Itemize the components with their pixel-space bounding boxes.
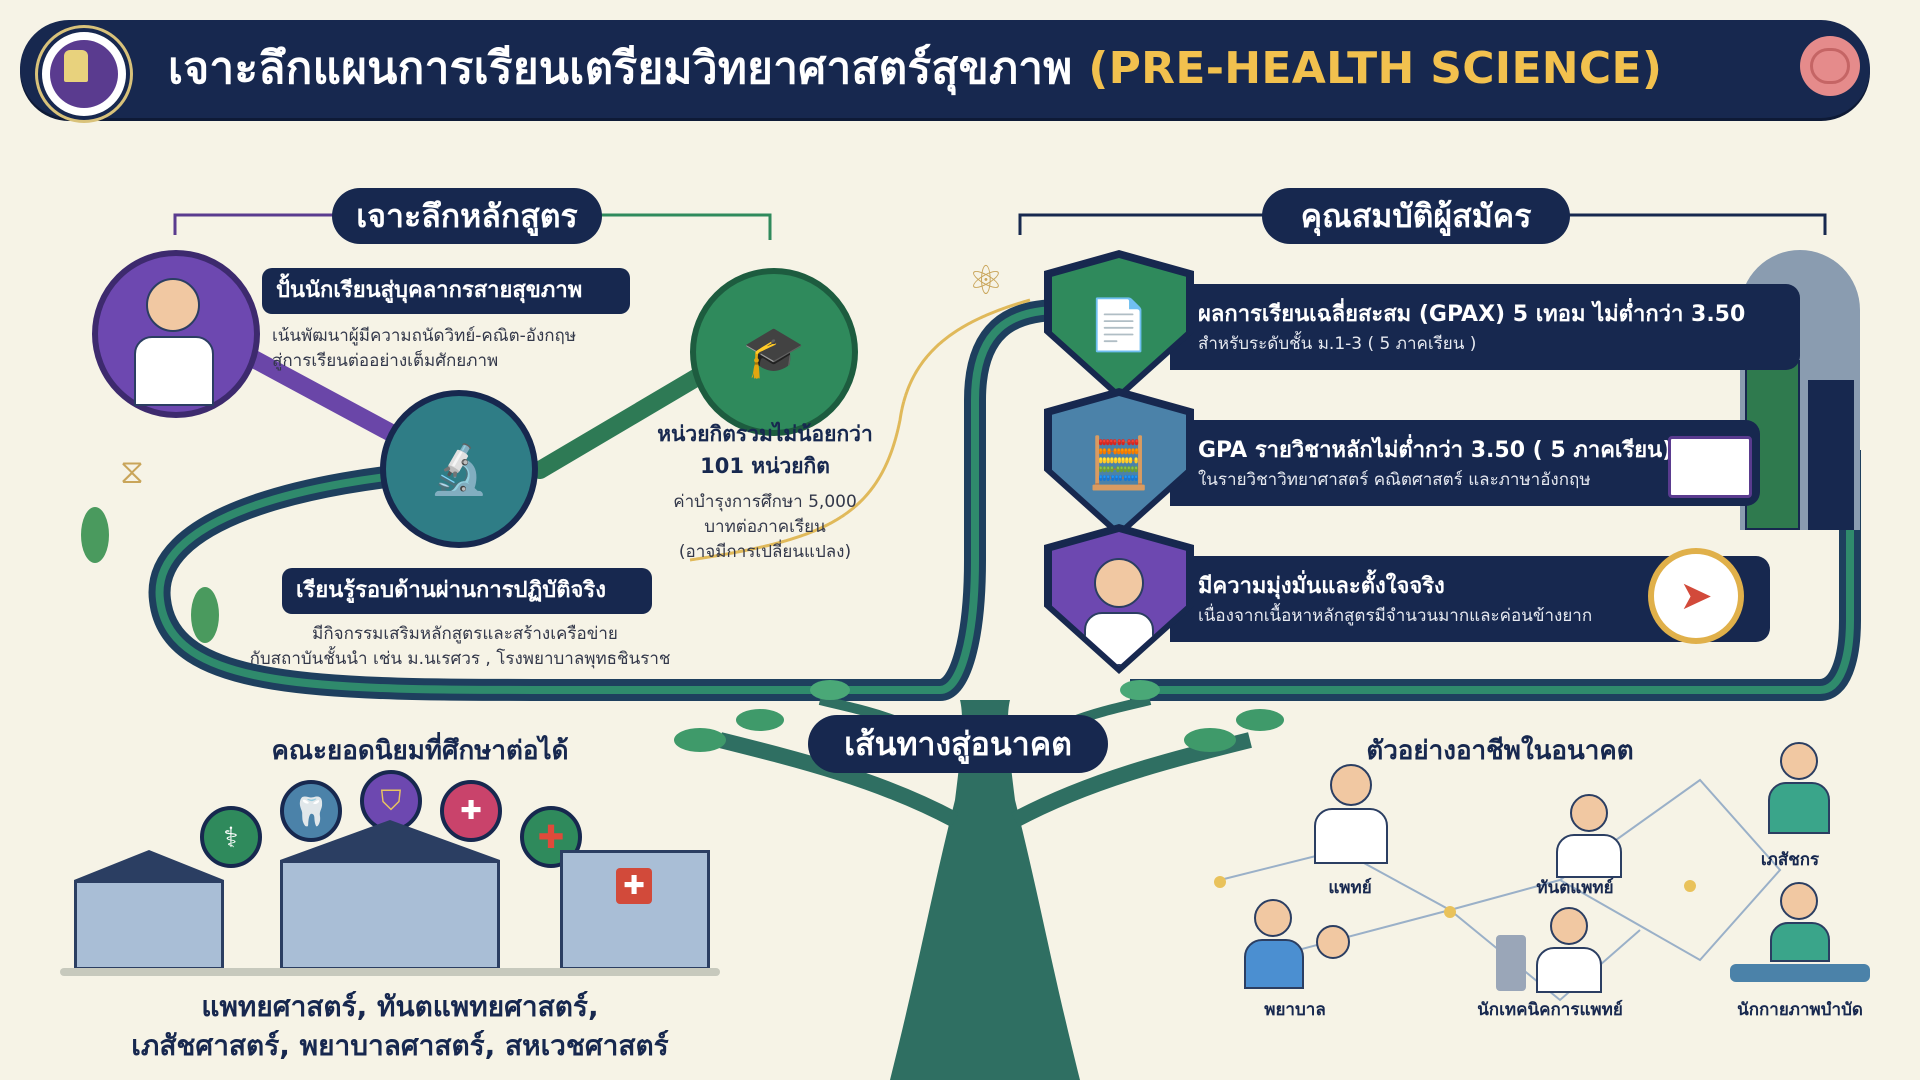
career-label-nurse: พยาบาล xyxy=(1264,1000,1326,1020)
book-icon xyxy=(1668,436,1752,498)
physio-scrubs xyxy=(1770,922,1830,962)
fee-line2: บาทต่อภาคเรียน xyxy=(704,517,826,537)
doctor-icon xyxy=(1330,764,1372,806)
credits-title-line1: หน่วยกิตรวมไม่น้อยกว่า xyxy=(657,422,873,446)
career-label-doctor: แพทย์ xyxy=(1328,878,1372,898)
page-title-english: (PRE-HEALTH SCIENCE) xyxy=(1088,43,1663,94)
career-label-pharmacist: เภสัชกร xyxy=(1760,850,1820,870)
doctor-coat xyxy=(1314,808,1388,864)
qualification-item-1 xyxy=(1170,284,1800,370)
hospital-cross-icon: ✚ xyxy=(616,868,652,904)
careers-section-title: ตัวอย่างอาชีพในอนาคต xyxy=(1366,736,1634,766)
career-label-dentist: ทันตแพทย์ xyxy=(1536,878,1614,898)
career-label-medtech: นักเทคนิคการแพทย์ xyxy=(1477,1000,1623,1020)
medtech-coat xyxy=(1536,947,1602,993)
qualification-3-desc: เนื่องจากเนื้อหาหลักสูตรมีจำนวนมากและค่อ… xyxy=(1198,606,1593,626)
page-title: เจาะลึกแผนการเรียนเตรียมวิทยาศาสตร์สุขภา… xyxy=(168,38,1662,100)
qualification-3-title: มีความมุ่งมั่นและตั้งใจจริง xyxy=(1198,574,1445,599)
qualification-item-2 xyxy=(1170,420,1760,506)
compass-icon: ➤ xyxy=(1648,548,1744,644)
graduation-money-icon: 🎓 xyxy=(690,268,858,436)
credits-title-line2: 101 หน่วยกิต xyxy=(700,454,830,478)
tooth-icon: 🦷 xyxy=(280,780,342,842)
page-title-thai: เจาะลึกแผนการเรียนเตรียมวิทยาศาสตร์สุขภา… xyxy=(168,43,1073,94)
network-node xyxy=(1684,880,1696,892)
curriculum-point3-desc2: กับสถาบันชั้นนำ เช่น ม.นเรศวร , โรงพยาบา… xyxy=(249,649,671,669)
nurse-scrubs xyxy=(1244,939,1304,989)
nurse-icon xyxy=(1254,899,1292,937)
ground-line xyxy=(60,968,720,976)
physio-icon xyxy=(1780,882,1818,920)
curriculum-section-title: เจาะลึกหลักสูตร xyxy=(332,188,602,244)
dentist-coat xyxy=(1556,834,1622,878)
microscope-icon xyxy=(1496,935,1526,991)
medtech-icon xyxy=(1550,907,1588,945)
curriculum-point1-desc1: เน้นพัฒนาผู้มีความถนัดวิทย์-คณิต-อังกฤษ xyxy=(272,326,577,346)
qualification-2-title: GPA รายวิชาหลักไม่ต่ำกว่า 3.50 ( 5 ภาคเร… xyxy=(1198,438,1673,463)
brain-icon xyxy=(1800,36,1860,96)
gate-pillar-icon xyxy=(1808,380,1854,530)
career-label-physio: นักกายภาพบำบัด xyxy=(1737,1000,1863,1020)
career-medtech xyxy=(1490,905,1610,995)
career-physio xyxy=(1730,880,1870,990)
treatment-bed-icon xyxy=(1730,964,1870,982)
patient-icon xyxy=(1316,925,1350,959)
dentist-icon xyxy=(1570,794,1608,832)
career-doctor xyxy=(1300,760,1400,870)
curriculum-point3-desc1: มีกิจกรรมเสริมหลักสูตรและสร้างเครือข่าย xyxy=(312,624,618,644)
pharmacist-scrubs xyxy=(1768,782,1830,834)
qualification-1-title: ผลการเรียนเฉลี่ยสะสม (GPAX) 5 เทอม ไม่ต่… xyxy=(1198,302,1746,327)
qualification-1-desc: สำหรับระดับชั้น ม.1-3 ( 5 ภาคเรียน ) xyxy=(1198,334,1477,354)
qualification-2-desc: ในรายวิชาวิทยาศาสตร์ คณิตศาสตร์ และภาษาอ… xyxy=(1198,470,1591,490)
pharmacist-icon xyxy=(1780,742,1818,780)
curriculum-point3-title: เรียนรู้รอบด้านผ่านการปฏิบัติจริง xyxy=(282,568,652,614)
curriculum-point1-desc2: สู่การเรียนต่ออย่างเต็มศักยภาพ xyxy=(272,351,499,371)
atom-icon: ⚛ xyxy=(968,258,1004,304)
faculties-section-title: คณะยอดนิยมที่ศึกษาต่อได้ xyxy=(271,736,569,766)
fee-line3: (อาจมีการเปลี่ยนแปลง) xyxy=(678,542,852,562)
curriculum-point1-title: ปั้นนักเรียนสู่บุคลากรสายสุขภาพ xyxy=(262,268,630,314)
network-node xyxy=(1444,906,1456,918)
nurse-cap-icon: ✚ xyxy=(440,780,502,842)
caduceus-icon: ⚕ xyxy=(200,806,262,868)
future-path-title: เส้นทางสู่อนาคต xyxy=(808,715,1108,773)
fee-line1: ค่าบำรุงการศึกษา 5,000 xyxy=(673,492,857,512)
network-node xyxy=(1214,876,1226,888)
university-building-1 xyxy=(74,880,224,970)
faculties-list-line1: แพทยศาสตร์, ทันตแพทยศาสตร์, xyxy=(201,990,599,1023)
university-building-2 xyxy=(280,860,500,970)
career-pharmacist xyxy=(1740,740,1840,840)
school-logo xyxy=(38,28,130,120)
career-nurse xyxy=(1240,895,1360,995)
student-scientist-icon xyxy=(92,250,260,418)
faculties-list-line2: เภสัชศาสตร์, พยาบาลศาสตร์, สหเวชศาสตร์ xyxy=(131,1029,669,1062)
header-banner xyxy=(20,20,1870,118)
career-dentist xyxy=(1520,790,1630,880)
microscope-dna-icon: 🔬 xyxy=(380,390,538,548)
dna-icon: ⧖ xyxy=(120,452,144,492)
qualifications-section-title: คุณสมบัติผู้สมัคร xyxy=(1262,188,1570,244)
